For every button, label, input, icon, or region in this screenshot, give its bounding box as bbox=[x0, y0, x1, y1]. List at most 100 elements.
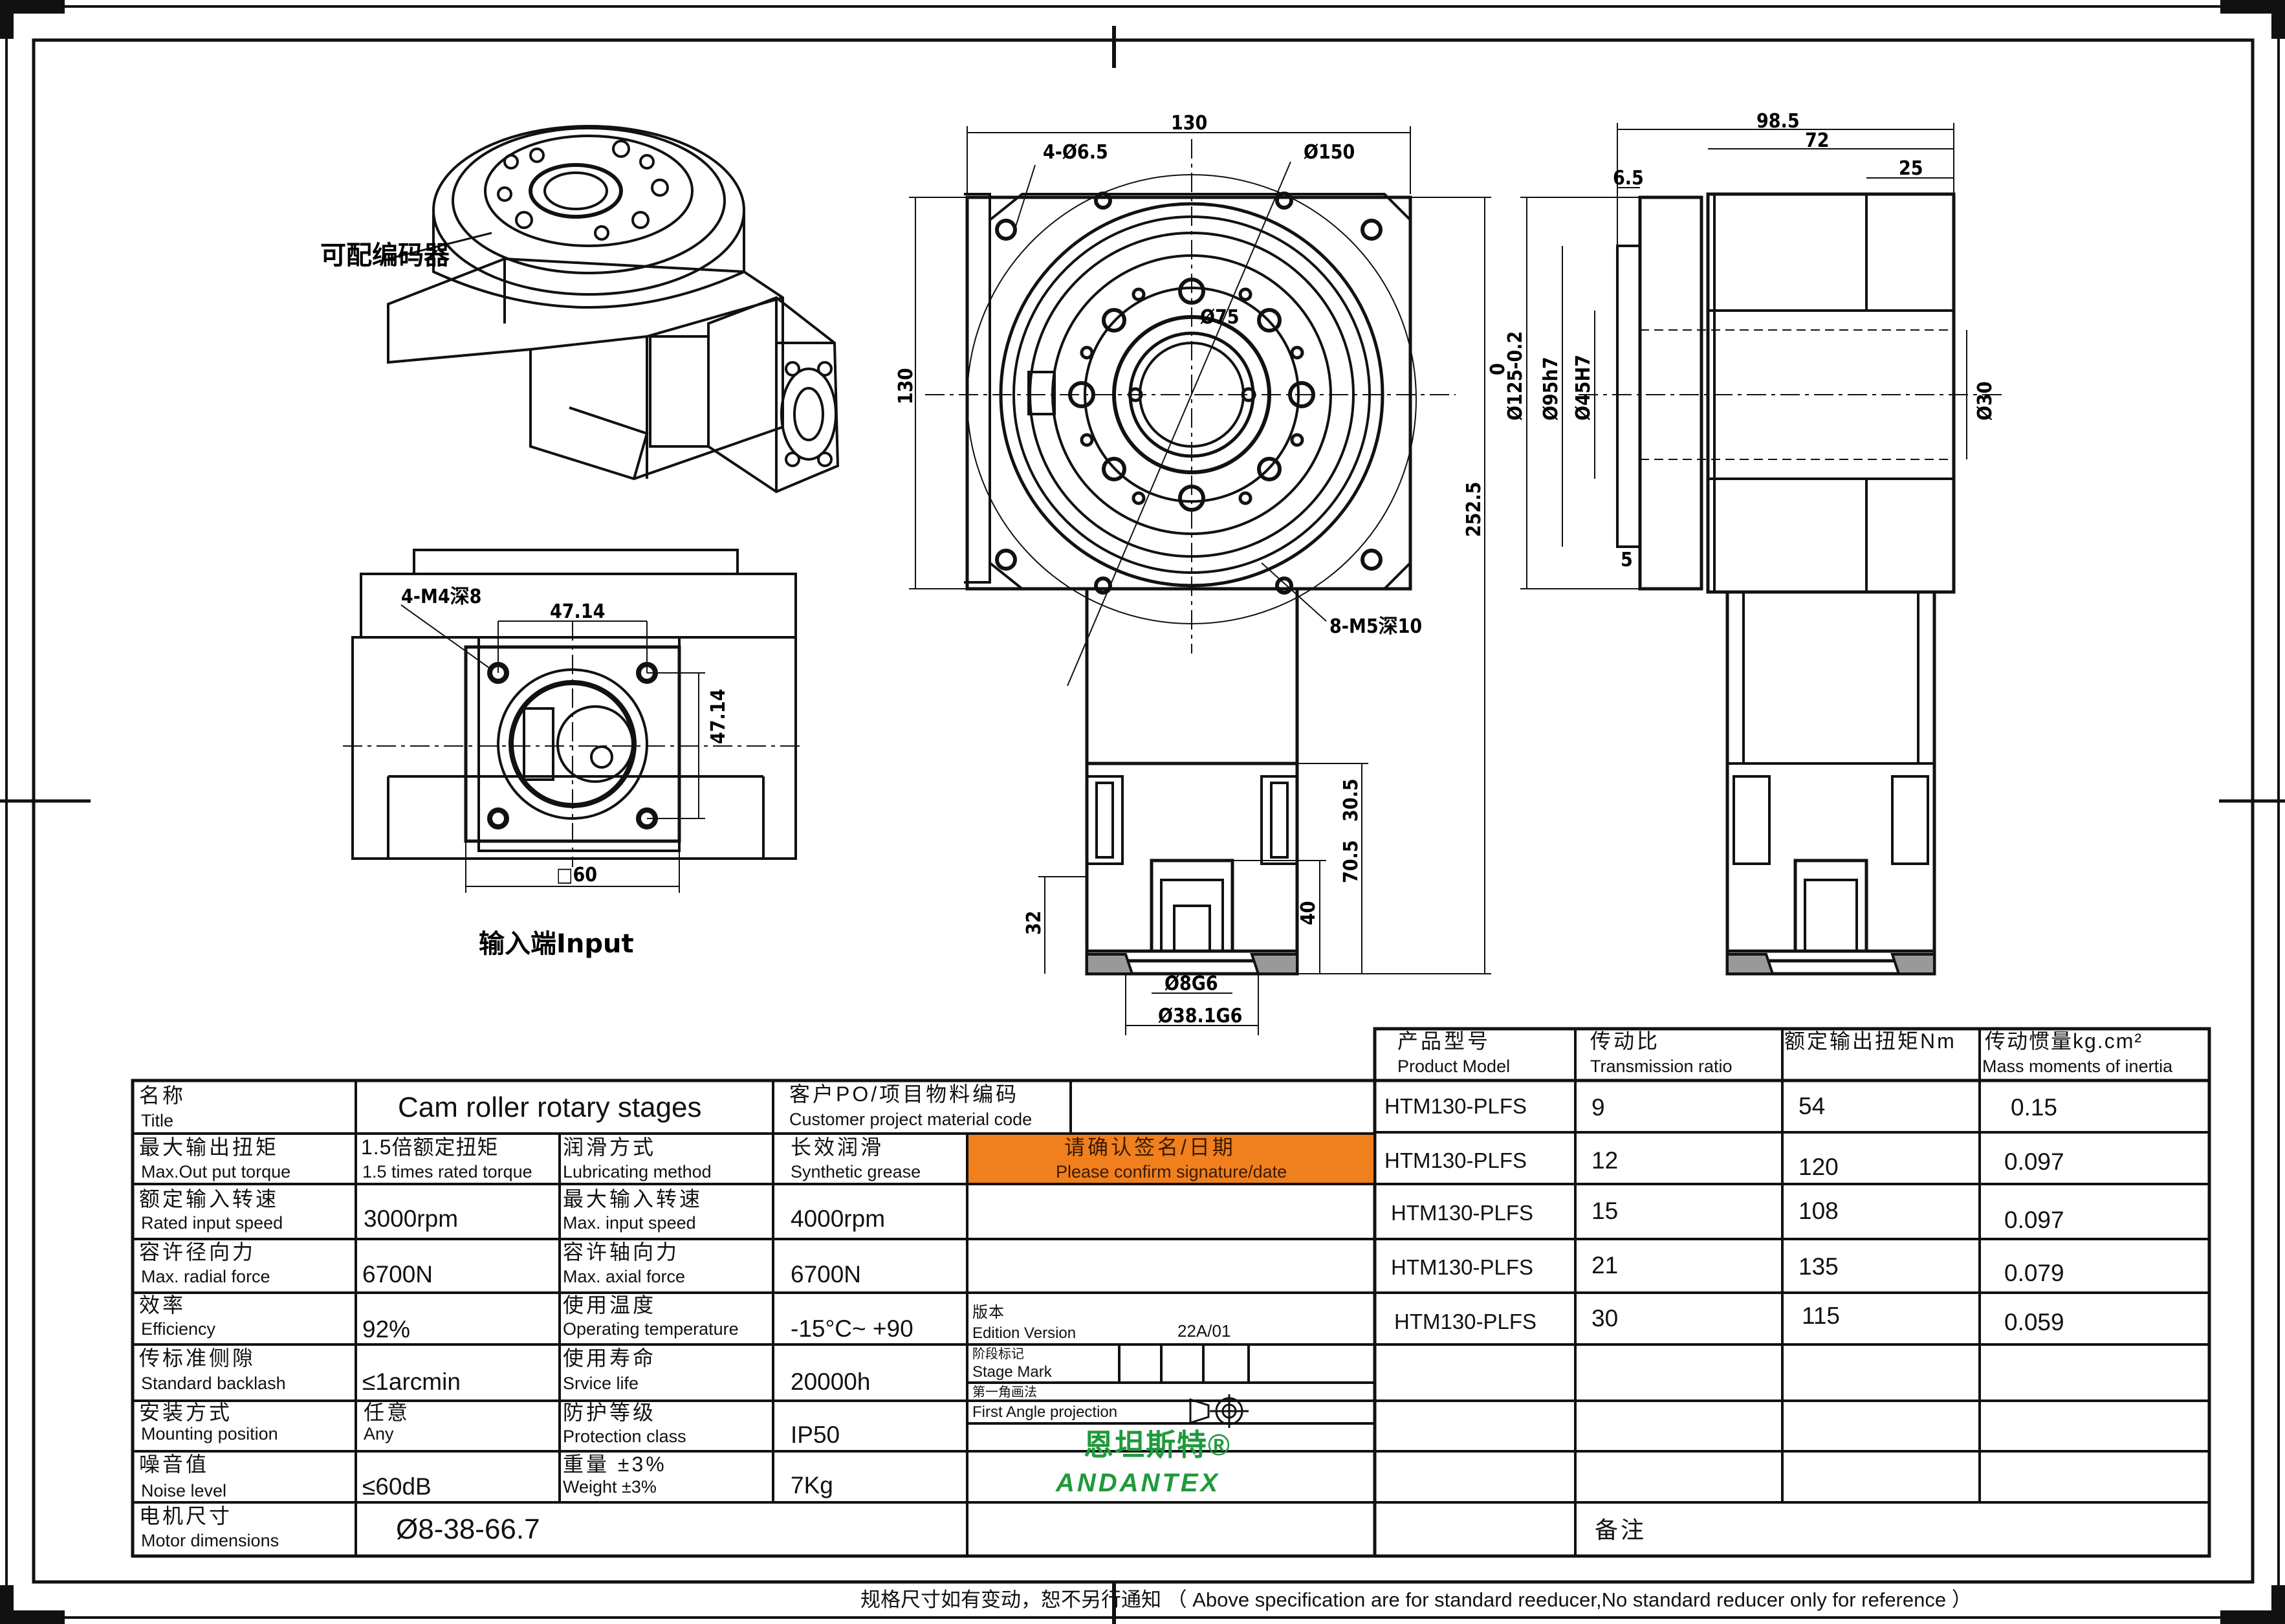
life-zh: 使用寿命 bbox=[563, 1346, 657, 1370]
spec-header-inertia-zh: 传动惯量kg.cm² bbox=[1985, 1029, 2143, 1053]
dim-d45: Ø45H7 bbox=[1572, 355, 1595, 421]
min-en: Max. input speed bbox=[563, 1213, 696, 1233]
dim-dia-150: Ø150 bbox=[1304, 141, 1355, 164]
footer-note: 规格尺寸如有变动，恕不另行通知 （ Above specification ar… bbox=[860, 1588, 1972, 1611]
spec-row-3-ratio: 21 bbox=[1591, 1252, 1619, 1278]
dim-m5: 8-M5深10 bbox=[1329, 615, 1422, 638]
dim-47-14-v: 47.14 bbox=[707, 689, 730, 744]
life-en: Srvice life bbox=[563, 1374, 639, 1393]
dim-total-height: 252.5 bbox=[1463, 482, 1485, 537]
proj-en: First Angle projection bbox=[972, 1403, 1118, 1421]
rin-zh: 额定输入转速 bbox=[139, 1187, 279, 1211]
ax-zh: 容许轴向力 bbox=[563, 1240, 680, 1264]
spec-row-1-model: HTM130-PLFS bbox=[1384, 1148, 1527, 1172]
dim-70-5: 70.5 bbox=[1340, 840, 1362, 883]
spec-row-1-ratio: 12 bbox=[1591, 1147, 1619, 1174]
dim-d8: Ø8G6 bbox=[1164, 972, 1218, 995]
iso-label: 可配编码器 bbox=[320, 241, 450, 270]
dim-5: 5 bbox=[1621, 549, 1633, 571]
dim-40: 40 bbox=[1297, 901, 1320, 925]
dim-98-5: 98.5 bbox=[1756, 110, 1800, 133]
confirm-banner bbox=[968, 1135, 1373, 1183]
dim-32: 32 bbox=[1023, 910, 1045, 935]
temp-zh: 使用温度 bbox=[563, 1293, 657, 1317]
title-en: Title bbox=[141, 1111, 174, 1130]
rad-zh: 容许径向力 bbox=[139, 1240, 256, 1264]
wt-val: 7Kg bbox=[791, 1472, 833, 1498]
prot-en: Protection class bbox=[563, 1427, 686, 1446]
noise-zh: 噪音值 bbox=[139, 1453, 210, 1476]
spec-header-ratio-en: Transmission ratio bbox=[1590, 1057, 1733, 1076]
spec-row-0-inertia: 0.15 bbox=[2011, 1094, 2058, 1121]
title-block-grid bbox=[131, 1027, 2211, 1558]
dim-d125: Ø125-0.2 bbox=[1504, 331, 1527, 421]
spec-row-3-model: HTM130-PLFS bbox=[1391, 1255, 1534, 1279]
proj-zh: 第一角画法 bbox=[972, 1385, 1037, 1399]
spec-row-2-ratio: 15 bbox=[1591, 1198, 1619, 1224]
temp-val: -15°C~ +90 bbox=[791, 1315, 913, 1342]
spec-row-4-ratio: 30 bbox=[1591, 1305, 1619, 1332]
po-en: Customer project material code bbox=[789, 1110, 1033, 1129]
spec-row-1-inertia: 0.097 bbox=[2004, 1148, 2064, 1175]
dim-d30: Ø30 bbox=[1974, 382, 1996, 421]
iso-view bbox=[387, 125, 840, 494]
lube-val-en: Synthetic grease bbox=[791, 1162, 921, 1181]
brand-en: ANDANTEX bbox=[1056, 1469, 1221, 1497]
ver-en: Edition Version bbox=[972, 1324, 1077, 1342]
spec-row-4-model: HTM130-PLFS bbox=[1394, 1310, 1537, 1333]
dim-d95: Ø95h7 bbox=[1540, 357, 1562, 421]
back-val: ≤1arcmin bbox=[362, 1368, 461, 1395]
spec-row-4-inertia: 0.059 bbox=[2004, 1309, 2064, 1335]
dim-30-5: 30.5 bbox=[1340, 778, 1362, 822]
spec-header-ratio-zh: 传动比 bbox=[1590, 1029, 1661, 1053]
spec-row-3-torque: 135 bbox=[1798, 1253, 1839, 1280]
noise-val: ≤60dB bbox=[362, 1473, 432, 1500]
maxtorque-val-en: 1.5 times rated torque bbox=[362, 1162, 532, 1181]
mount-val-zh: 任意 bbox=[364, 1401, 411, 1424]
dim-sq60: □60 bbox=[556, 864, 597, 886]
spec-row-2-torque: 108 bbox=[1798, 1198, 1839, 1224]
spec-header-model-en: Product Model bbox=[1397, 1057, 1511, 1076]
spec-header-model-zh: 产品型号 bbox=[1397, 1029, 1491, 1053]
remark-zh: 备注 bbox=[1595, 1517, 1647, 1543]
spec-row-1-torque: 120 bbox=[1798, 1154, 1839, 1180]
rin-en: Rated input speed bbox=[141, 1213, 283, 1233]
ver-val: 22A/01 bbox=[1177, 1321, 1231, 1341]
maxtorque-zh: 最大输出扭矩 bbox=[139, 1136, 279, 1159]
ax-val: 6700N bbox=[791, 1261, 862, 1288]
spec-row-0-model: HTM130-PLFS bbox=[1384, 1094, 1527, 1118]
dim-holes-4: 4-Ø6.5 bbox=[1043, 141, 1108, 164]
ver-zh: 版本 bbox=[972, 1304, 1005, 1321]
stage-zh: 阶段标记 bbox=[972, 1347, 1024, 1361]
noise-en: Noise level bbox=[141, 1481, 227, 1500]
spec-header-torque-zh: 额定输出扭矩Nm bbox=[1784, 1029, 1956, 1053]
ax-en: Max. axial force bbox=[563, 1267, 686, 1286]
dim-6-5: 6.5 bbox=[1613, 167, 1644, 190]
spec-row-2-model: HTM130-PLFS bbox=[1391, 1201, 1534, 1225]
motor-zh: 电机尺寸 bbox=[139, 1504, 233, 1528]
confirm-en: Please confirm signature/date bbox=[1056, 1162, 1287, 1181]
side-view bbox=[1520, 123, 2006, 976]
eff-en: Efficiency bbox=[141, 1319, 216, 1339]
dim-47-14-h: 47.14 bbox=[550, 600, 605, 623]
spec-row-0-torque: 54 bbox=[1798, 1093, 1826, 1119]
min-val: 4000rpm bbox=[791, 1205, 886, 1232]
eff-zh: 效率 bbox=[139, 1293, 186, 1317]
dim-front-width: 130 bbox=[1171, 112, 1207, 135]
maxtorque-en: Max.Out put torque bbox=[141, 1162, 291, 1181]
dim-d38: Ø38.1G6 bbox=[1158, 1005, 1242, 1027]
maxtorque-val-zh: 1.5倍额定扭矩 bbox=[361, 1136, 499, 1159]
min-zh: 最大输入转速 bbox=[563, 1187, 703, 1211]
mount-val-en: Any bbox=[364, 1424, 394, 1443]
first-angle-projection-icon bbox=[1189, 1394, 1249, 1428]
title-zh: 名称 bbox=[139, 1084, 186, 1107]
mount-zh: 安装方式 bbox=[139, 1401, 233, 1424]
stage-en: Stage Mark bbox=[972, 1363, 1052, 1381]
lube-en: Lubricating method bbox=[563, 1162, 712, 1181]
rin-val: 3000rpm bbox=[364, 1205, 459, 1232]
rad-en: Max. radial force bbox=[141, 1267, 270, 1286]
mount-en: Mounting position bbox=[141, 1424, 278, 1443]
po-zh: 客户PO/项目物料编码 bbox=[789, 1082, 1020, 1106]
